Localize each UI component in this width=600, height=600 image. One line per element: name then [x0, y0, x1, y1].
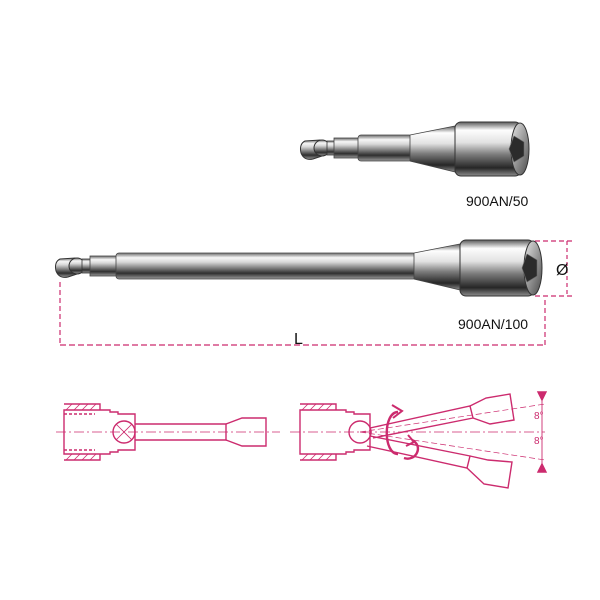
product-code-900an-100: 900AN/100	[458, 316, 529, 332]
bar-long	[115, 252, 417, 280]
swivel-end-small	[300, 139, 336, 160]
neck-long	[89, 255, 119, 277]
neck-small	[333, 137, 361, 159]
length-symbol: L	[294, 331, 303, 348]
rotation-arrows-icon	[385, 404, 420, 460]
bar-small	[357, 134, 413, 162]
extension-900an-100	[55, 239, 543, 297]
product-code-900an-50: 900AN/50	[466, 193, 529, 209]
dimension-lines	[59, 240, 575, 346]
diameter-symbol: Ø	[556, 262, 569, 279]
angle-upper-label: 8°	[534, 411, 544, 422]
angle-lower-label: 8°	[534, 436, 544, 447]
technical-drawing-angled	[290, 391, 548, 489]
technical-drawing-straight	[56, 403, 280, 461]
extension-900an-50	[300, 121, 530, 177]
swivel-end-long	[55, 257, 92, 278]
